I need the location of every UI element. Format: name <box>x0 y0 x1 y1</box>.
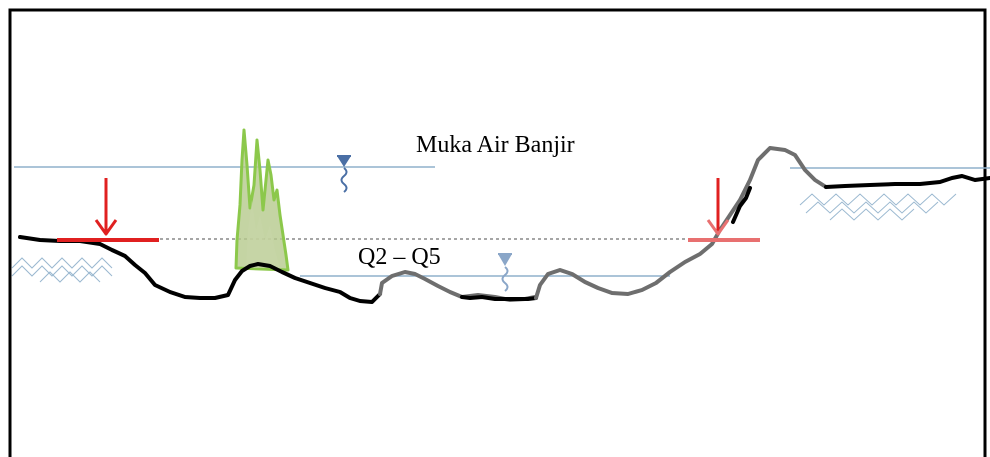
flood-level-label: Muka Air Banjir <box>416 132 575 158</box>
left-bank-marker <box>57 178 159 242</box>
arrow-down-icon <box>706 178 730 236</box>
right-ground-hatch <box>799 193 957 221</box>
water-level-triangle-icon <box>498 253 512 292</box>
arrow-down-icon <box>94 178 118 236</box>
ground-profile-left <box>18 235 382 304</box>
ground-profile-right-bank <box>731 174 990 224</box>
right-bank-marker <box>688 178 760 242</box>
ground-profile-channel <box>460 295 538 301</box>
ground-profile-right-slope <box>534 146 828 300</box>
left-ground-hatch <box>11 257 113 283</box>
vegetation <box>234 128 290 272</box>
discharge-label: Q2 – Q5 <box>358 244 441 270</box>
water-level-triangle-icon <box>337 155 351 193</box>
frame-border <box>8 8 987 457</box>
